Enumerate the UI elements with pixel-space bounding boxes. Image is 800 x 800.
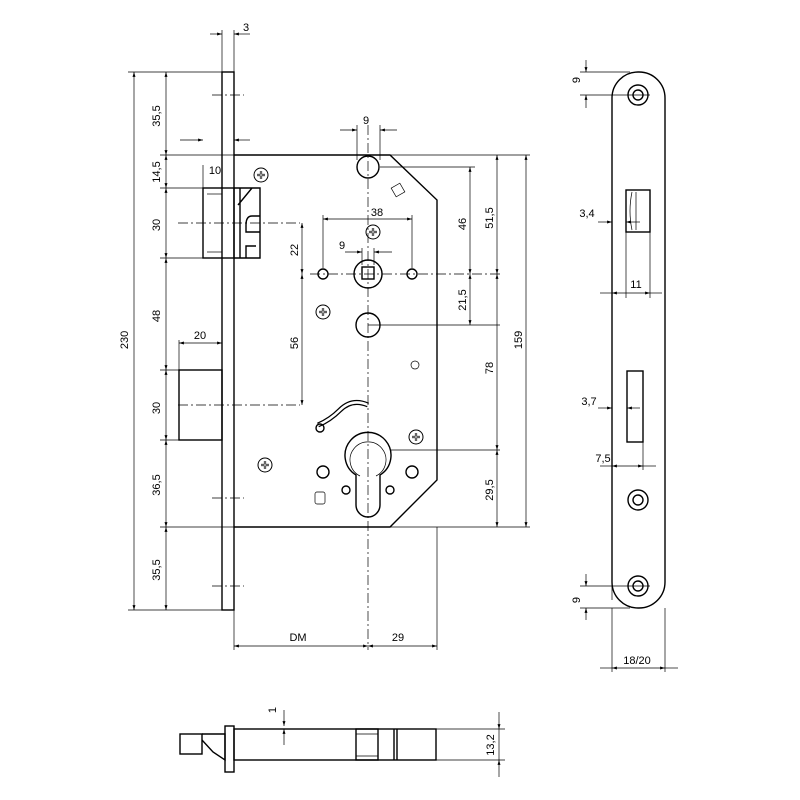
dim-plate-width: 18/20 — [623, 655, 651, 667]
dim-body-to-latch: 14,5 — [151, 161, 163, 182]
cylinder-cutout — [344, 431, 392, 518]
dim-bolt-slot-width: 7,5 — [595, 453, 610, 465]
dim-latch-slot-width: 11 — [630, 279, 641, 291]
dim-overall-height: 230 — [119, 331, 131, 349]
dim-latch-slot-offset: 3,4 — [579, 208, 594, 220]
dim-bolt-height: 30 — [151, 402, 163, 414]
dim-bottom-screw: 9 — [571, 597, 583, 603]
front-view: 3 35,5 14,5 10 30 48 20 30 230 36,5 35,5… — [119, 22, 530, 650]
dim-latch-to-bolt: 48 — [151, 310, 163, 322]
dim-latch-height: 30 — [151, 219, 163, 231]
fixing-hole — [316, 465, 330, 479]
faceplate-edge — [224, 725, 235, 773]
marking — [390, 182, 406, 198]
latch-tip — [179, 733, 203, 755]
screw-icon — [252, 166, 270, 184]
dim-follower-to-body-top: 51,5 — [484, 207, 496, 228]
bottom-view: 1 13,2 — [179, 707, 505, 777]
dim-bolt-projection: 20 — [194, 330, 206, 342]
dim-body-thickness: 13,2 — [485, 734, 497, 755]
latch-slot — [625, 189, 651, 233]
screw-icon — [256, 456, 274, 474]
dim-bolt-to-body-bottom: 36,5 — [151, 474, 163, 495]
dim-cylinder-to-back: 29 — [392, 632, 404, 644]
dim-plate-step: 1 — [267, 707, 279, 713]
dim-follower-to-bolt: 56 — [289, 337, 301, 349]
dim-bolt-slot-offset: 3,7 — [581, 396, 596, 408]
dim-top-screw: 9 — [571, 77, 583, 83]
fixing-hole — [405, 465, 419, 479]
dim-faceplate-thickness: 3 — [243, 22, 249, 34]
dim-latch-projection: 10 — [209, 165, 221, 177]
dim-top-hole: 9 — [363, 115, 369, 127]
dim-follower-to-hole: 21,5 — [457, 289, 469, 310]
bolt-slot — [626, 370, 644, 443]
dim-body-height: 159 — [513, 331, 525, 349]
dim-follower-to-top: 46 — [457, 218, 469, 230]
dim-follower-to-cylinder: 78 — [484, 362, 496, 374]
dim-top-offset: 35,5 — [151, 105, 163, 126]
dim-backset: DM — [289, 632, 306, 644]
small-hole — [410, 360, 420, 370]
strike-faceplate — [611, 71, 666, 609]
body-edge — [233, 728, 437, 761]
dim-bottom-offset: 35,5 — [151, 559, 163, 580]
dim-handle-hole-spacing: 38 — [371, 207, 383, 219]
screw-icon — [407, 428, 425, 446]
screw-icon — [314, 303, 332, 321]
dim-follower-square: 9 — [339, 240, 345, 252]
dim-cylinder-to-bottom: 29,5 — [484, 479, 496, 500]
side-view: 9 3,4 11 3,7 7,5 9 18/20 — [571, 60, 678, 672]
faceplate — [221, 71, 235, 611]
dim-latch-to-follower: 22 — [289, 244, 301, 256]
